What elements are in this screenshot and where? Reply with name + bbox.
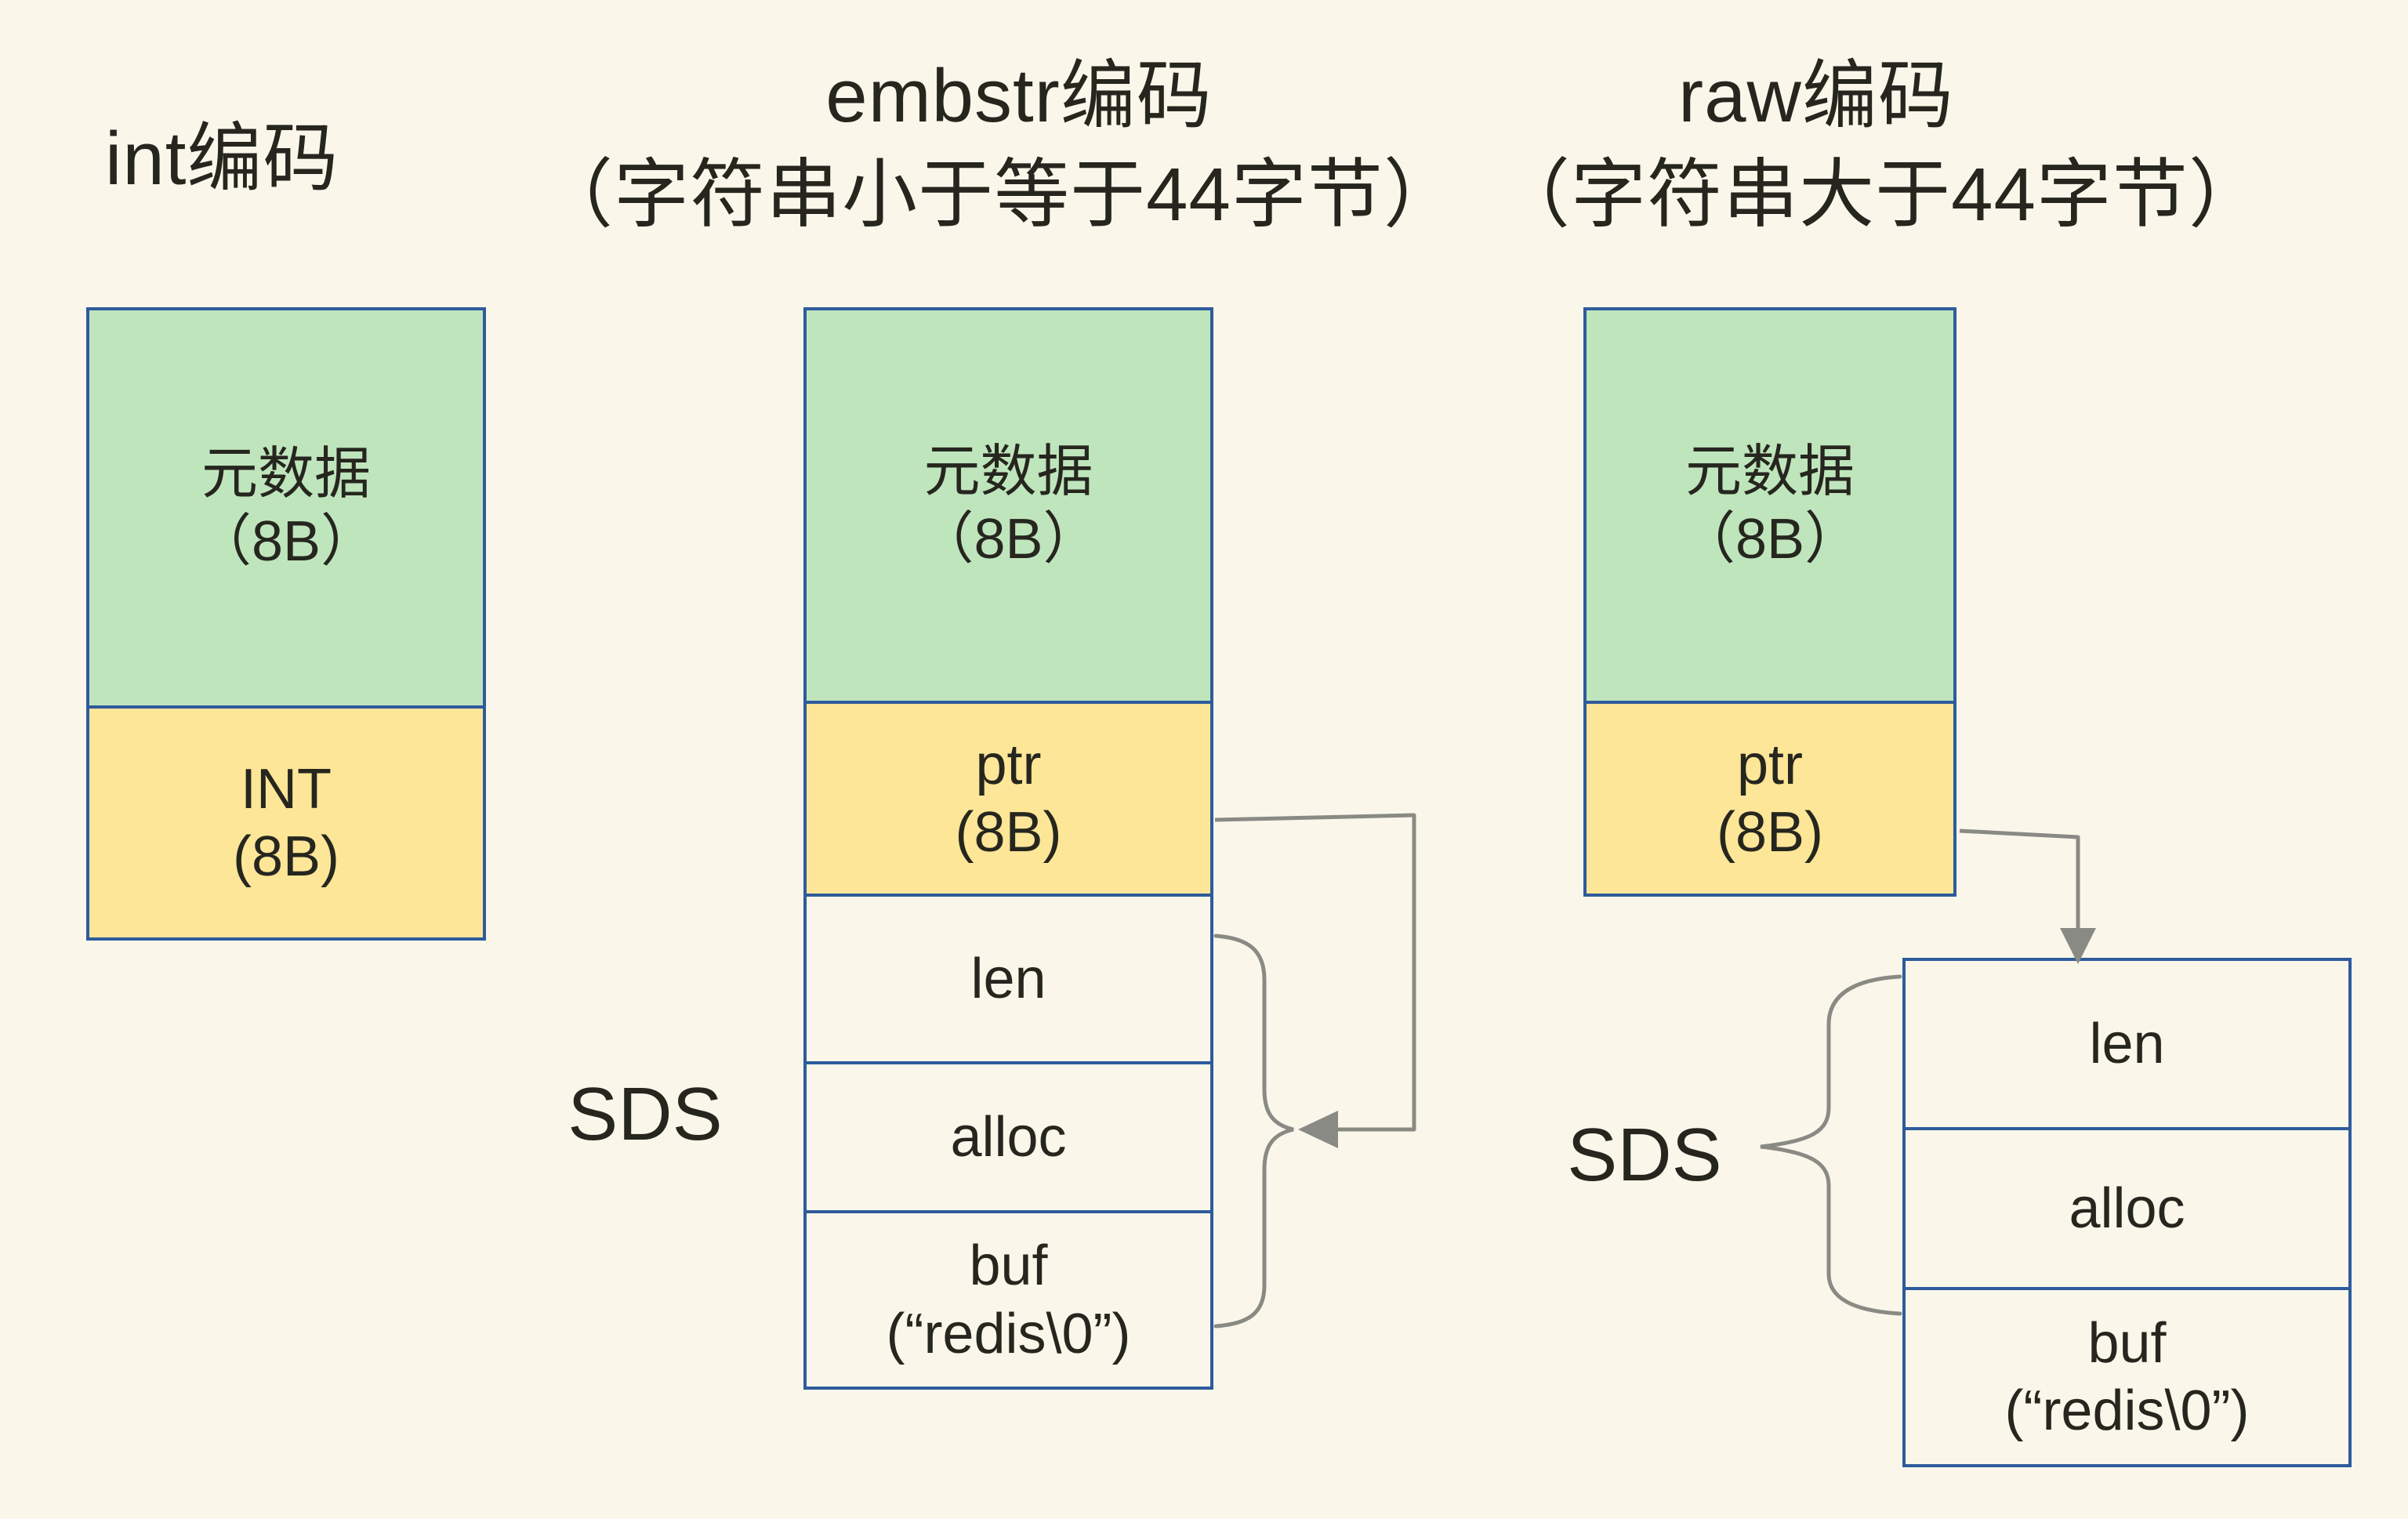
- ptr-size: (8B): [955, 801, 1062, 864]
- buf-value: (“redis\0”): [886, 1302, 1131, 1365]
- embstr-alloc-cell: alloc: [807, 1061, 1210, 1210]
- len-label: len: [970, 947, 1046, 1010]
- embstr-len-cell: len: [807, 894, 1210, 1061]
- raw-object-box: 元数据 （8B） ptr (8B): [1583, 307, 1956, 897]
- raw-sds-box: len alloc buf (“redis\0”): [1902, 958, 2352, 1467]
- int-object-box: 元数据 （8B） INT (8B): [86, 307, 486, 941]
- embstr-ptr-arrow-line: [1214, 813, 1416, 1132]
- int-metadata-cell: 元数据 （8B）: [89, 310, 483, 705]
- raw-buf-cell: buf (“redis\0”): [1906, 1287, 2348, 1464]
- buf-label: buf: [2087, 1311, 2167, 1375]
- raw-len-cell: len: [1906, 961, 2348, 1127]
- raw-metadata-cell: 元数据 （8B）: [1587, 310, 1953, 701]
- embstr-ptr-arrowhead-icon: [1298, 1111, 1338, 1148]
- raw-alloc-cell: alloc: [1906, 1127, 2348, 1287]
- buf-label: buf: [969, 1234, 1048, 1298]
- metadata-size: （8B）: [1678, 508, 1862, 571]
- alloc-label: alloc: [950, 1105, 1067, 1169]
- len-label: len: [2089, 1012, 2165, 1075]
- embstr-object-box: 元数据 （8B） ptr (8B) len alloc buf (“redis\…: [803, 307, 1213, 1390]
- ptr-size: (8B): [1716, 801, 1824, 864]
- metadata-label: 元数据: [201, 442, 371, 506]
- header-embstr-condition: （字符串小于等于44字节）: [538, 153, 1460, 237]
- int-size: (8B): [232, 825, 340, 888]
- raw-sds-brace-icon: [1760, 974, 1902, 1316]
- header-int-encoding: int编码: [105, 117, 339, 201]
- metadata-size: （8B）: [194, 510, 378, 573]
- ptr-label: ptr: [975, 733, 1042, 796]
- header-raw-encoding: raw编码: [1678, 54, 1954, 138]
- int-value-cell: INT (8B): [89, 705, 483, 937]
- metadata-size: （8B）: [917, 508, 1100, 571]
- ptr-label: ptr: [1736, 733, 1804, 796]
- embstr-ptr-cell: ptr (8B): [807, 701, 1210, 894]
- embstr-sds-brace-icon: [1213, 934, 1294, 1329]
- int-label: INT: [241, 757, 332, 821]
- embstr-buf-cell: buf (“redis\0”): [807, 1210, 1210, 1387]
- sds-label-embstr: SDS: [568, 1072, 723, 1156]
- sds-label-raw: SDS: [1567, 1113, 1722, 1197]
- metadata-label: 元数据: [923, 440, 1093, 503]
- header-embstr-encoding: embstr编码: [825, 54, 1213, 138]
- header-raw-condition: （字符串大于44字节）: [1495, 153, 2265, 237]
- raw-ptr-arrow-line: [1959, 828, 2080, 930]
- buf-value: (“redis\0”): [2004, 1379, 2250, 1442]
- metadata-label: 元数据: [1685, 440, 1855, 503]
- alloc-label: alloc: [2069, 1176, 2185, 1240]
- embstr-metadata-cell: 元数据 （8B）: [807, 310, 1210, 701]
- raw-ptr-cell: ptr (8B): [1587, 701, 1953, 894]
